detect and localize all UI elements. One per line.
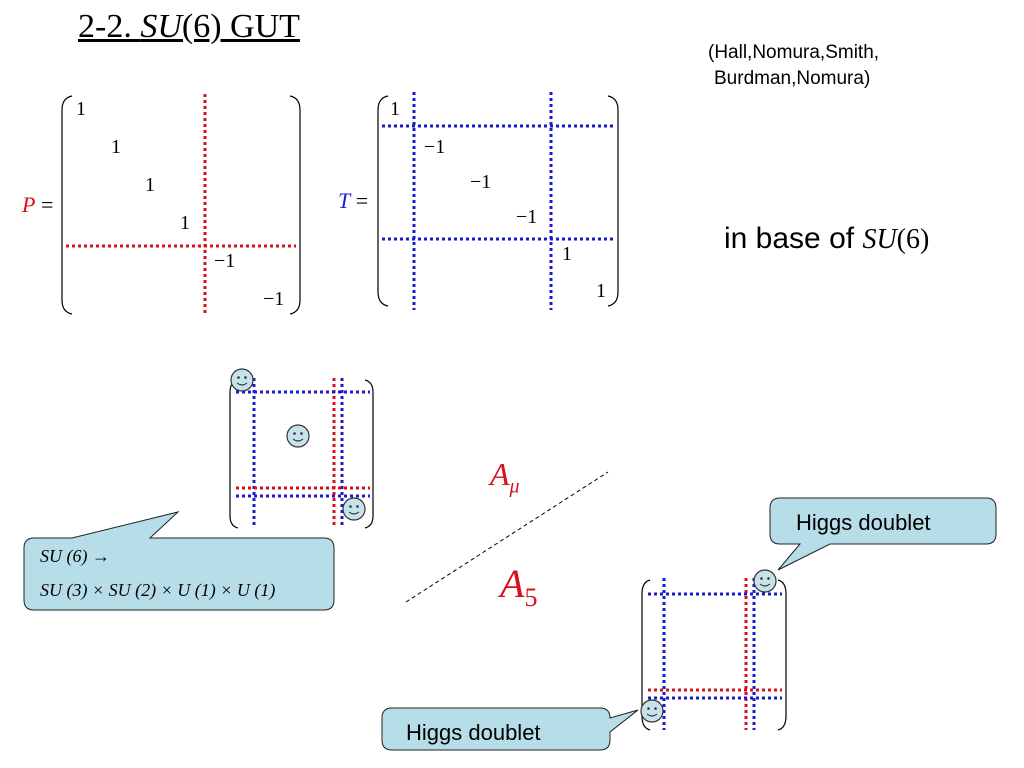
references-line-2: Burdman,Nomura) (714, 68, 871, 89)
breaking-callout-line-1: SU (6) → (40, 546, 110, 566)
matrix-t-entry-1: 1 (390, 98, 400, 120)
base-note-text: in base of (724, 222, 863, 255)
matrix-p-symbol: P (22, 192, 36, 217)
base-note-arg: (6) (896, 224, 930, 255)
matrix-t-label: T = (338, 188, 368, 214)
matrix-t-right-bracket (607, 95, 619, 307)
references-line-1: (Hall,Nomura,Smith, (708, 42, 880, 63)
title-suffix: (6) GUT (181, 8, 300, 45)
mid-matrix-left-bracket (229, 379, 239, 529)
matrix-p-left-bracket (61, 95, 73, 315)
matrix-p-entry-4: 1 (180, 212, 190, 234)
matrix-t-entry-4: −1 (516, 206, 538, 228)
matrix-t-entry-6: 1 (596, 280, 606, 302)
higgs-callout-bottom-text: Higgs doublet (406, 720, 541, 745)
higgs-callout-top-bubble (769, 497, 997, 571)
a-5-symbol: A (500, 561, 525, 606)
smiley-icon (230, 368, 254, 392)
matrix-p-label: P = (22, 192, 53, 218)
matrix-t-entry-3: −1 (470, 171, 492, 193)
matrix-p-entry-2: 1 (111, 136, 121, 158)
title-prefix: 2-2. (78, 8, 141, 45)
matrix-p-equals: = (40, 192, 54, 217)
gauge-label-a-5: A5 (500, 560, 537, 613)
a-mu-subscript: μ (509, 475, 520, 498)
br-matrix-right-bracket (777, 579, 787, 731)
matrix-t-entry-5: 1 (562, 243, 572, 265)
references: (Hall,Nomura,Smith, Burdman,Nomura) (708, 40, 879, 92)
matrix-p-entry-3: 1 (145, 174, 155, 196)
matrix-t-entry-2: −1 (424, 136, 446, 158)
a-mu-symbol: A (490, 456, 510, 492)
base-note-group: SU (862, 224, 897, 255)
matrix-p-entry-6: −1 (263, 288, 285, 310)
matrix-t-left-bracket (377, 95, 389, 307)
gauge-label-a-mu: Aμ (490, 456, 520, 498)
matrix-p-right-bracket (289, 95, 301, 315)
title-group: SU (140, 8, 182, 45)
matrix-t-symbol: T (338, 188, 351, 213)
a-5-subscript: 5 (524, 583, 538, 612)
smiley-icon (753, 569, 777, 593)
matrix-t-equals: = (355, 188, 369, 213)
smiley-icon (342, 497, 366, 521)
smiley-icon (640, 699, 664, 723)
orbifold-divider-line (405, 471, 609, 603)
base-note: in base of SU(6) (724, 222, 929, 256)
br-matrix-left-bracket (641, 579, 651, 731)
higgs-callout-bottom-bubble (381, 707, 639, 751)
matrix-p-entry-1: 1 (76, 98, 86, 120)
breaking-callout-line-2: SU (3) × SU (2) × U (1) × U (1) (40, 580, 276, 600)
slide-title: 2-2. SU(6) GUT (78, 8, 300, 46)
higgs-callout-top-text: Higgs doublet (796, 510, 931, 535)
breaking-callout-bubble (23, 511, 335, 611)
smiley-icon (286, 424, 310, 448)
matrix-p-entry-5: −1 (214, 250, 236, 272)
mid-matrix-right-bracket (364, 379, 374, 529)
